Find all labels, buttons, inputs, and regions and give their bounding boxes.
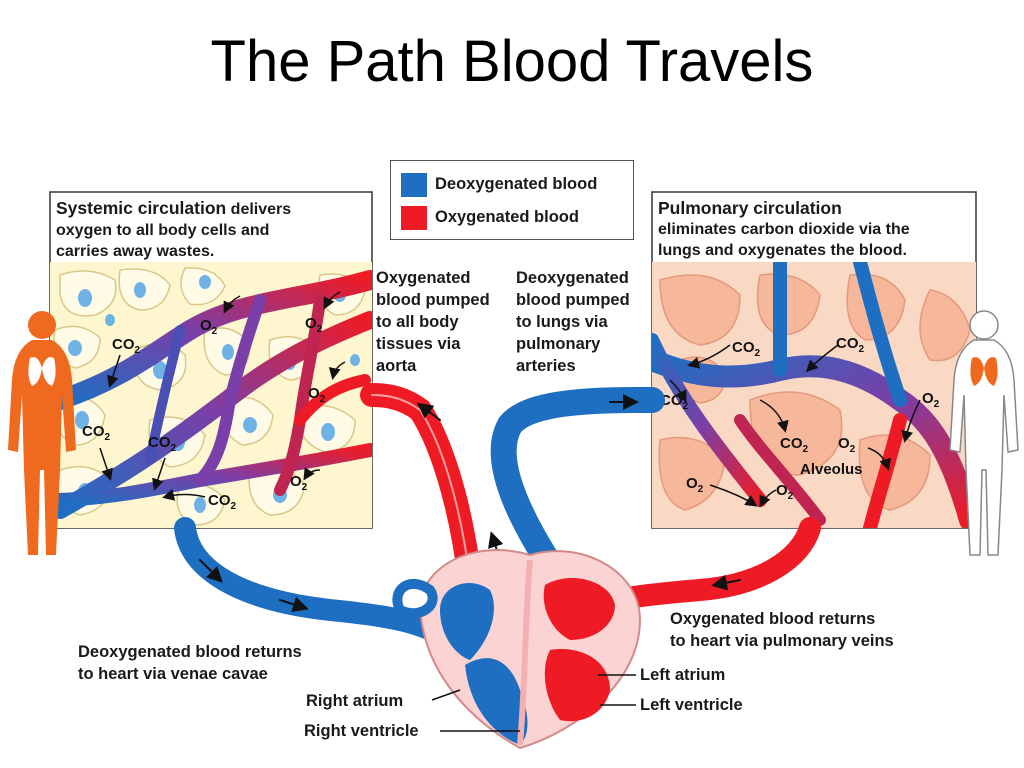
aorta-note-line: blood pumped — [376, 291, 490, 309]
pulmonary-veins-note: Oxygenated blood returns to heart via pu… — [670, 608, 894, 652]
great-vessels — [174, 383, 821, 651]
aorta-note: Oxygenated blood pumped to all body tiss… — [376, 267, 490, 377]
heart-label-leaders — [431, 674, 636, 732]
systemic-line-2: oxygen to all body cells and — [56, 222, 270, 239]
arteries-note-line: blood pumped — [516, 291, 630, 309]
legend: Deoxygenated blood Oxygenated blood — [390, 160, 634, 240]
systemic-line-3: carries away wastes. — [56, 243, 215, 260]
pulmonary-body-silhouette — [949, 310, 1019, 556]
legend-oxygenated-label: Oxygenated blood — [435, 208, 579, 226]
co2-label-pulmonary: CO2 — [780, 435, 809, 455]
aorta-note-line: tissues via — [376, 335, 461, 353]
pulmonary-artery-vessel — [490, 387, 665, 593]
aorta-note-line: Oxygenated — [376, 269, 471, 287]
arteries-note-line: Deoxygenated — [516, 269, 629, 287]
deoxygenated-swatch — [401, 173, 427, 197]
right-atrium-label: Right atrium — [306, 692, 404, 710]
systemic-heading: Systemic circulation — [56, 198, 227, 218]
co2-label-systemic: CO2 — [112, 336, 141, 356]
page-title: The Path Blood Travels — [210, 29, 814, 94]
pulmonary-panel: CO2 CO2 CO2 CO2 O2 O2 O2 O2 Alveolus — [651, 191, 977, 529]
co2-label-pulmonary: CO2 — [836, 335, 865, 355]
systemic-body-silhouette — [8, 311, 76, 555]
co2-label-systemic: CO2 — [208, 492, 237, 512]
arteries-note-line: arteries — [516, 357, 576, 375]
left-ventricle-label: Left ventricle — [640, 696, 743, 714]
co2-label-pulmonary: CO2 — [732, 339, 761, 359]
pulmonary-arteries-note: Deoxygenated blood pumped to lungs via p… — [516, 267, 630, 377]
oxygenated-swatch — [401, 206, 427, 230]
arteries-note-line: to lungs via — [516, 313, 608, 331]
pulmonary-line-2: eliminates carbon dioxide via the — [658, 221, 910, 238]
pulmonary-heading: Pulmonary circulation — [658, 198, 842, 218]
veins-note-line: to heart via pulmonary veins — [670, 632, 894, 650]
arteries-note-line: pulmonary — [516, 335, 601, 353]
systemic-panel: O2 O2 O2 O2 CO2 CO2 CO2 CO2 — [49, 191, 373, 529]
venae-note-line: to heart via venae cavae — [78, 665, 268, 683]
left-atrium-chamber — [543, 577, 615, 640]
pulmonary-line-3: lungs and oxygenates the blood. — [658, 242, 907, 259]
aorta-note-line: to all body — [376, 313, 459, 331]
alveolus-label: Alveolus — [800, 461, 863, 478]
systemic-description: Systemic circulation delivers oxygen to … — [56, 198, 291, 262]
capillary-bed-systemic: O2 O2 O2 O2 CO2 CO2 CO2 CO2 — [50, 262, 372, 528]
venae-note-line: Deoxygenated blood returns — [78, 643, 302, 661]
aorta-note-line: aorta — [376, 357, 417, 375]
co2-label-systemic: CO2 — [82, 423, 111, 443]
co2-label-systemic: CO2 — [148, 434, 177, 454]
alveoli-bed: CO2 CO2 CO2 CO2 O2 O2 O2 O2 Alveolus — [652, 262, 976, 528]
right-atrium-chamber — [440, 582, 494, 660]
right-ventricle-label: Right ventricle — [304, 722, 419, 740]
systemic-heading-rest: delivers — [226, 201, 292, 218]
veins-note-line: Oxygenated blood returns — [670, 610, 876, 628]
left-ventricle-chamber — [544, 649, 610, 722]
pulmonary-description: Pulmonary circulation eliminates carbon … — [658, 198, 910, 261]
aorta-vessel — [360, 383, 482, 592]
left-atrium-label: Left atrium — [640, 666, 726, 684]
heart — [392, 549, 642, 750]
right-ventricle-chamber — [465, 658, 528, 745]
venae-cavae-note: Deoxygenated blood returns to heart via … — [78, 641, 302, 685]
legend-deoxygenated-label: Deoxygenated blood — [435, 175, 598, 193]
